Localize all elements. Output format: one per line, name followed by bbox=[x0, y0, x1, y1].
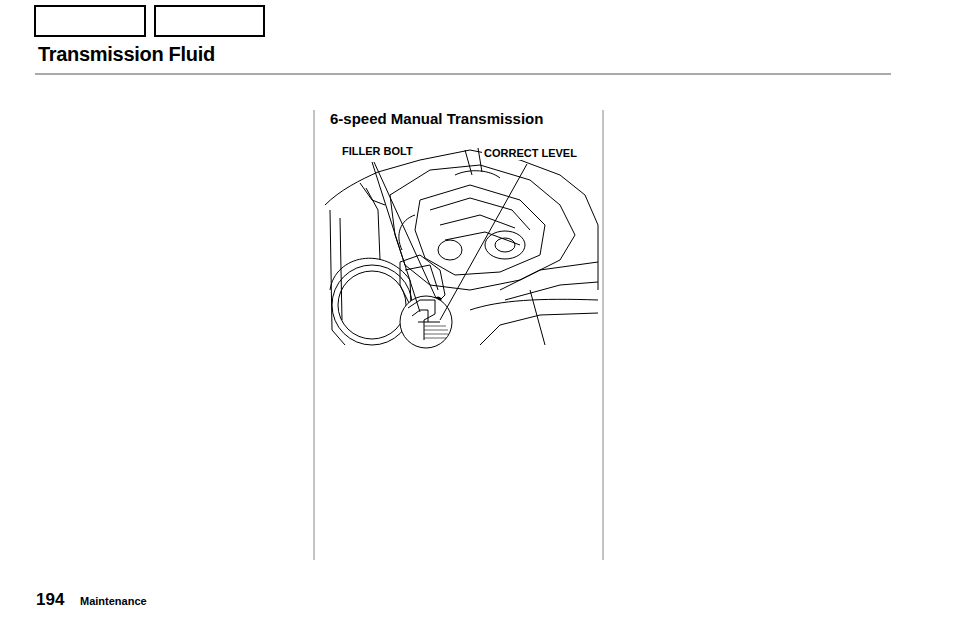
leader-line bbox=[372, 162, 420, 312]
callout-label: CORRECT LEVEL bbox=[482, 147, 579, 160]
column-rule bbox=[603, 110, 604, 560]
page-title: Transmission Fluid bbox=[38, 44, 215, 64]
section-heading: 6-speed Manual Transmission bbox=[330, 111, 543, 126]
header-tab bbox=[35, 6, 145, 36]
leader-line bbox=[440, 164, 527, 320]
title-rule bbox=[35, 74, 891, 75]
column-rule bbox=[314, 110, 315, 560]
leader-line bbox=[374, 162, 436, 298]
header-tab bbox=[155, 6, 264, 36]
engine-illustration bbox=[325, 148, 598, 348]
section-name: Maintenance bbox=[80, 596, 147, 607]
page-number: 194 bbox=[36, 591, 64, 608]
callout-label: FILLER BOLT bbox=[340, 145, 415, 158]
